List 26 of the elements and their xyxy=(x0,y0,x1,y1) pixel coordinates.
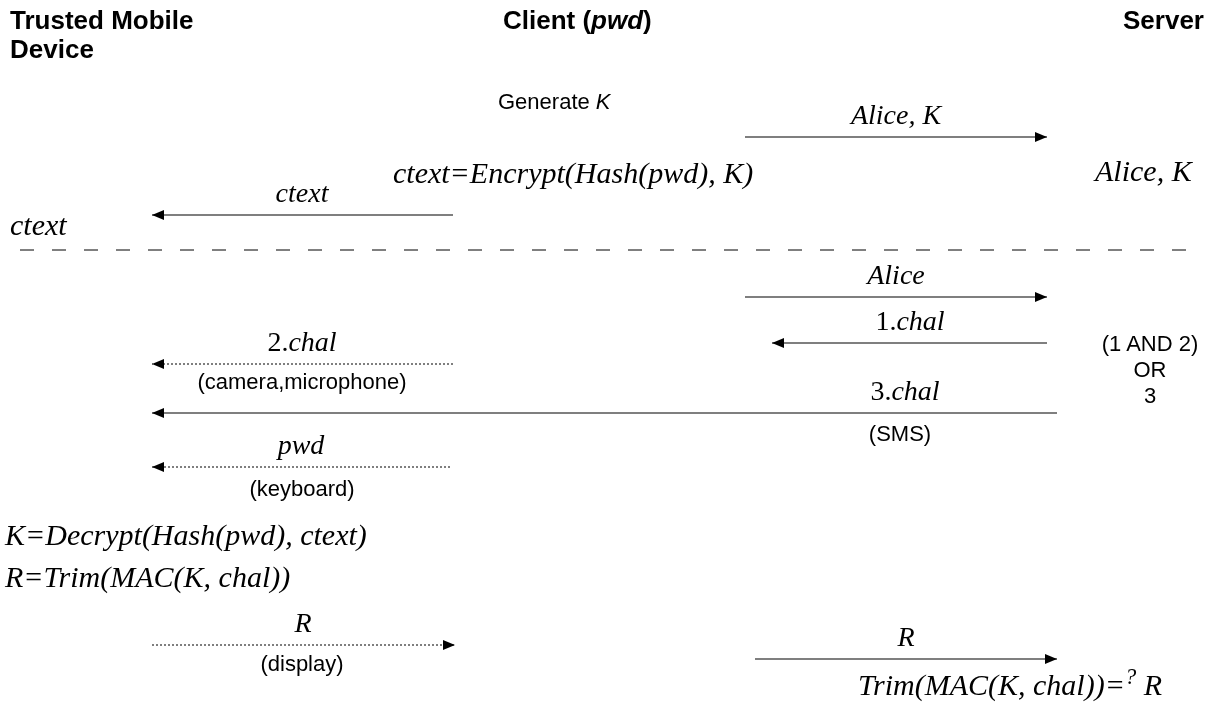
message-label: pwd xyxy=(277,431,325,459)
message-label: ctext xyxy=(275,179,329,207)
message-label: 1.chal xyxy=(875,307,945,335)
formula-text: Alice, K xyxy=(1095,156,1192,186)
formula-text: R=Trim(MAC(K, chal)) xyxy=(5,562,291,592)
message-label: Alice, K xyxy=(850,101,942,129)
message-label: R xyxy=(294,609,312,637)
channel-note: (camera,microphone) xyxy=(197,368,407,396)
channel-note: (SMS) xyxy=(868,420,932,448)
channel-note: (keyboard) xyxy=(249,475,355,503)
formula-text: ctext xyxy=(10,210,67,240)
formula-text: K=Decrypt(Hash(pwd), ctext) xyxy=(5,520,367,550)
formula-text: ctext=Encrypt(Hash(pwd), K) xyxy=(393,158,754,188)
step-text: Generate K xyxy=(498,88,611,116)
party-heading: Client (pwd) xyxy=(503,6,652,36)
message-label: 3.chal xyxy=(870,377,940,405)
party-heading: Trusted Mobile Device xyxy=(10,6,195,65)
condition-text: OR xyxy=(1133,356,1167,384)
condition-text: (1 AND 2) xyxy=(1101,330,1199,358)
message-label: R xyxy=(897,623,915,651)
channel-note: (display) xyxy=(260,650,344,678)
condition-text: 3 xyxy=(1143,382,1157,410)
message-label: 2.chal xyxy=(267,328,337,356)
formula-text: Trim(MAC(K, chal))=$^{?}$ R xyxy=(858,670,1162,700)
party-heading: Server xyxy=(1123,6,1204,36)
message-label: Alice xyxy=(867,261,925,289)
